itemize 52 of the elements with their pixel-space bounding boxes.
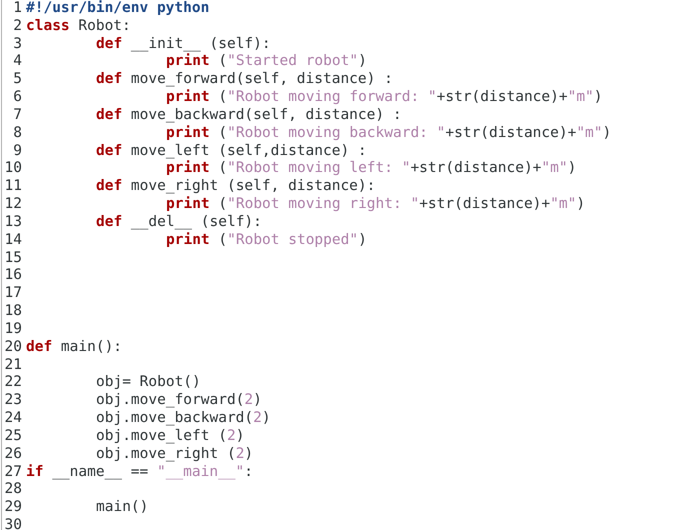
line-number: 29 (4, 499, 22, 516)
code-line: print ("Robot stopped") (166, 232, 367, 249)
line-number: 2 (12, 18, 22, 35)
code-line: def main(): (26, 338, 122, 356)
code-line: def __init__ (self): (96, 36, 271, 53)
code-line: def move_left (self,distance) : (96, 142, 367, 160)
code-line: class Robot: (26, 18, 131, 35)
code-line: def move_right (self, distance): (96, 178, 376, 196)
line-number: 19 (4, 320, 22, 338)
code-line: obj.move_right (2) (96, 446, 254, 463)
line-number: 28 (4, 481, 22, 498)
line-number: 15 (4, 250, 22, 267)
line-number: 21 (4, 356, 22, 374)
line-number: 14 (4, 232, 22, 249)
line-number: 23 (4, 392, 22, 410)
line-number: 24 (4, 410, 22, 428)
line-number: 7 (12, 106, 22, 124)
line-number: 5 (12, 71, 22, 88)
line-number: 26 (4, 446, 22, 463)
line-number: 27 (4, 464, 22, 481)
line-number: 12 (4, 196, 22, 214)
code-line: obj= Robot() (96, 374, 201, 392)
code-line: print ("Started robot") (166, 53, 367, 70)
line-number: 9 (12, 142, 22, 160)
code-line: main() (96, 499, 148, 516)
code-line: obj.move_backward(2) (96, 410, 271, 428)
code-line: print ("Robot moving backward: "+str(distance)+"m") (166, 124, 612, 142)
line-number: 8 (12, 124, 22, 142)
line-number: 13 (4, 214, 22, 231)
code-line: if __name__ == "__main__": (26, 464, 254, 481)
line-number: 30 (4, 517, 22, 530)
line-number: 25 (4, 428, 22, 445)
line-number: 10 (4, 160, 22, 178)
code-line: print ("Robot moving forward: "+str(distance)+"m") (166, 89, 603, 106)
code-line: print ("Robot moving right: "+str(distance)+"m") (166, 196, 586, 214)
line-number: 3 (12, 36, 22, 53)
code-line: def __del__ (self): (96, 214, 262, 231)
line-number: 16 (4, 267, 22, 284)
code-line: obj.move_forward(2) (96, 392, 262, 410)
code-line: obj.move_left (2) (96, 428, 244, 445)
line-number: 4 (12, 53, 22, 70)
code-line: print ("Robot moving left: "+str(distance)+"m") (166, 160, 576, 178)
line-number: 6 (12, 89, 22, 106)
line-number: 17 (4, 285, 22, 302)
line-number: 22 (4, 374, 22, 392)
code-line: def move_backward(self, distance) : (96, 106, 402, 124)
line-number: 11 (4, 178, 22, 196)
line-number: 18 (4, 303, 22, 320)
code-line: #!/usr/bin/env python (26, 0, 210, 17)
code-line: def move_forward(self, distance) : (96, 71, 393, 88)
line-number: 20 (4, 338, 22, 356)
line-number: 1 (12, 0, 22, 17)
